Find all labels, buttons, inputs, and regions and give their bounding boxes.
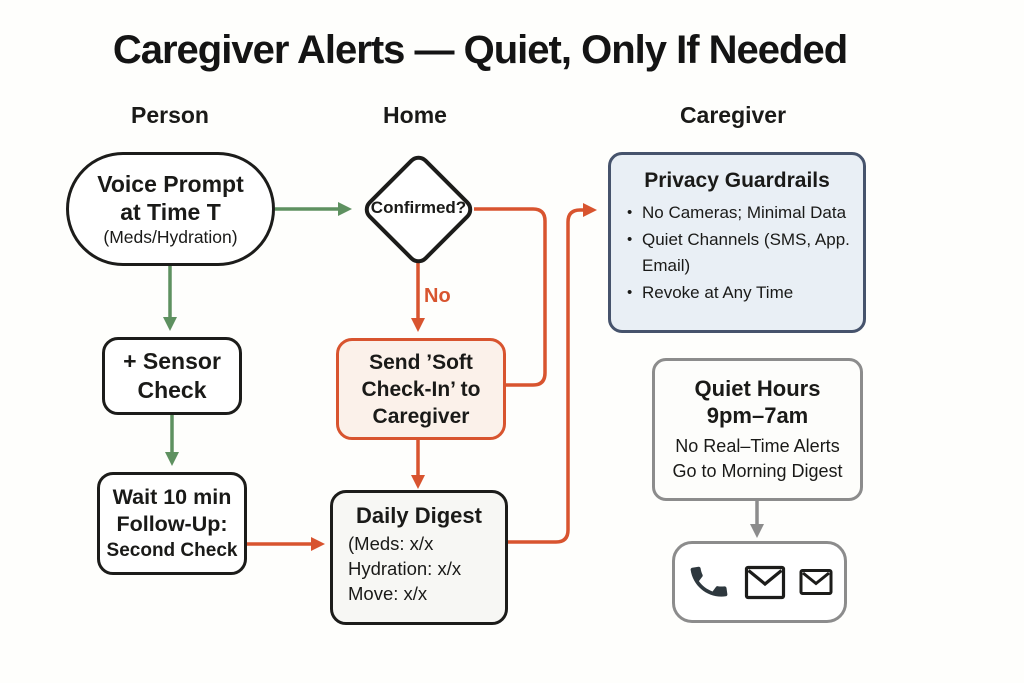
bullet-dot-icon: • [627,204,633,221]
voice-prompt-line1: Voice Prompt [97,170,244,197]
privacy-bullet: • Quiet Channels (SMS, App. Email) [627,227,853,280]
green-arrow-heads [163,202,352,466]
soft-checkin-line2: Check-In’ to [361,377,481,401]
confirmed-label: Confirmed? [370,198,467,217]
orange-arrow-lines [247,207,584,546]
wait-followup-node: Wait 10 min Follow-Up: Second Check [97,472,247,575]
orange-arrow-heads [311,203,597,551]
wait-line3: Second Check [106,540,238,561]
column-header-caregiver: Caregiver [679,102,787,128]
bullet-dot-icon: • [627,283,633,301]
contact-channels-node [672,541,847,623]
quiet-hours-line1: Quiet Hours [694,376,821,401]
page-title: Caregiver Alerts — Quiet, Only If Needed [112,28,848,72]
privacy-bullet-text: No Cameras; Minimal Data [642,203,847,222]
daily-digest-item: Hydration: x/x [348,558,462,579]
column-header-home: Home [383,102,447,128]
privacy-guardrails-node: Privacy Guardrails • No Cameras; Minimal… [608,152,866,333]
privacy-guardrails-title: Privacy Guardrails [644,169,830,192]
quiet-hours-line4: Go to Morning Digest [672,461,843,481]
privacy-bullet: • No Cameras; Minimal Data [627,200,853,227]
voice-prompt-node: Voice Prompt at Time T (Meds/Hydration) [66,152,275,266]
envelope-icon [744,565,785,599]
sensor-check-line1: + Sensor [123,348,221,374]
gray-arrow-head [750,524,764,538]
quiet-hours-node: Quiet Hours 9pm–7am No Real–Time Alerts … [652,358,863,501]
privacy-bullet-text: Quiet Channels (SMS, App. Email) [642,229,850,276]
privacy-bullet: • Revoke at Any Time [627,280,853,307]
soft-checkin-line3: Caregiver [372,404,470,428]
bullet-dot-icon: • [627,230,633,248]
sensor-check-line2: Check [137,377,207,403]
phone-icon [690,566,727,597]
soft-checkin-line1: Send ’Soft [369,350,473,374]
column-header-person: Person [131,102,209,128]
wait-line2: Follow-Up: [116,512,228,536]
sensor-check-node: + Sensor Check [102,337,242,415]
quiet-hours-line2: 9pm–7am [706,403,809,428]
privacy-bullet-text: Revoke at Any Time [642,282,794,302]
envelope-icon-small [799,569,832,595]
daily-digest-list: (Meds: x/x Hydration: x/x Move: x/x [333,531,505,606]
daily-digest-item: (Meds: x/x [348,533,434,554]
privacy-guardrails-list: • No Cameras; Minimal Data • Quiet Chann… [611,200,863,306]
quiet-hours-line3: No Real–Time Alerts [675,436,840,456]
daily-digest-node: Daily Digest (Meds: x/x Hydration: x/x M… [330,490,508,625]
voice-prompt-line2: at Time T [120,198,221,225]
soft-checkin-node: Send ’Soft Check-In’ to Caregiver [336,338,506,440]
voice-prompt-line3: (Meds/Hydration) [103,226,238,247]
daily-digest-title: Daily Digest [356,503,482,528]
green-arrow-lines [168,207,339,453]
wait-line1: Wait 10 min [112,485,232,509]
daily-digest-item: Move: x/x [348,583,428,604]
no-branch-label: No [424,285,451,307]
